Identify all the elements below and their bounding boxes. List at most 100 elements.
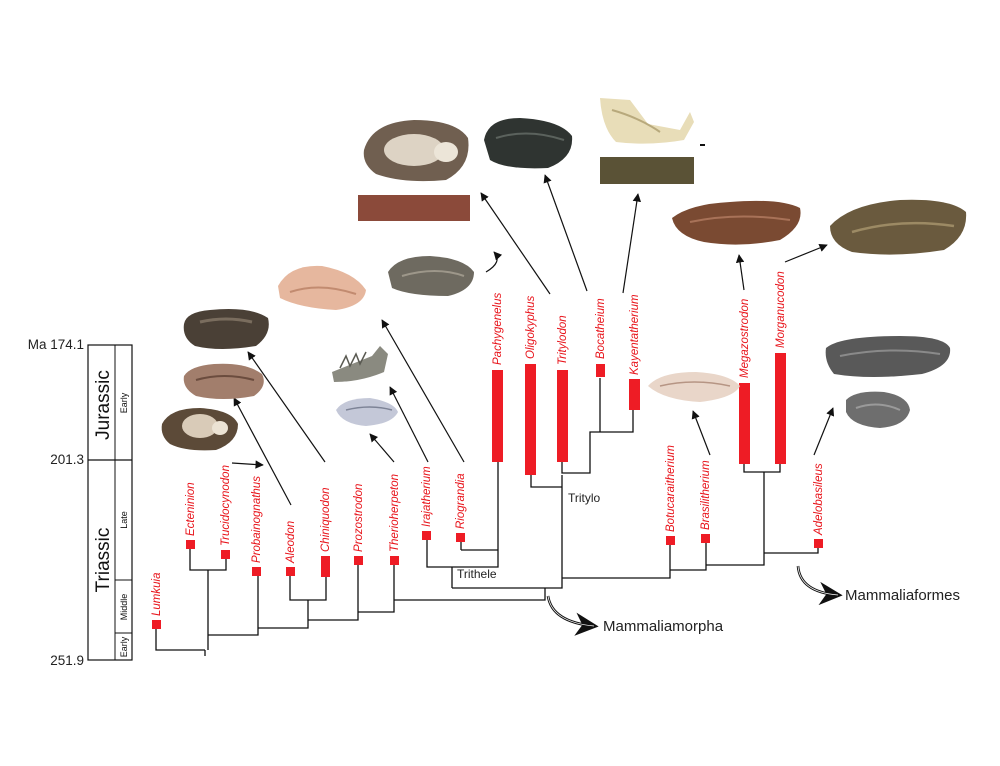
arrow-adelobasileus bbox=[813, 407, 835, 456]
arrow-tritylodon bbox=[543, 174, 588, 292]
branch-therioherpeton bbox=[358, 562, 395, 613]
taxon-labels: Lumkuia Ecteninion Trucidocynodon Probai… bbox=[151, 271, 825, 616]
clade-tritylo: Tritylo bbox=[568, 491, 601, 505]
taxon-megazostrodon: Megazostrodon bbox=[739, 299, 751, 378]
taxon-prozostrodon: Prozostrodon bbox=[353, 484, 365, 552]
taxon-botucaraitherium: Botucaraitherium bbox=[665, 445, 677, 532]
branch-trithele-group bbox=[426, 462, 499, 588]
epoch-early-jurassic: Early bbox=[119, 392, 129, 413]
arrow-morganucodon bbox=[784, 243, 828, 263]
bar-riograndia bbox=[456, 533, 465, 542]
bar-morganucodon bbox=[775, 353, 786, 464]
taxon-tritylodon: Tritylodon bbox=[557, 315, 569, 365]
image-adelobasileus-skull bbox=[825, 336, 951, 377]
bar-prozostrodon bbox=[354, 556, 363, 565]
bar-therioherpeton bbox=[390, 556, 399, 565]
branch-mammaliaformes bbox=[706, 464, 819, 566]
arrow-aleodon bbox=[233, 397, 292, 506]
range-bars bbox=[152, 353, 823, 629]
arrow-riograndia bbox=[381, 319, 465, 463]
period-jurassic: Jurassic bbox=[93, 370, 114, 440]
arrow-kayentatherium bbox=[622, 193, 642, 294]
age-label-top: Ma 174.1 bbox=[28, 337, 84, 352]
arrow-chiniquodon bbox=[247, 351, 326, 463]
image-adelobasileus-braincase bbox=[846, 391, 910, 428]
taxon-lumkuia: Lumkuia bbox=[151, 573, 163, 616]
arrow-probainognathus bbox=[231, 460, 264, 469]
taxon-brasilitherium: Brasilitherium bbox=[700, 460, 712, 530]
arrow-irajatherium bbox=[389, 386, 429, 463]
bar-irajatherium bbox=[422, 531, 431, 540]
clade-mammaliaformes: Mammaliaformes bbox=[845, 587, 960, 604]
time-scale: Ma 174.1 201.3 251.9 Jurassic Triassic E… bbox=[28, 337, 133, 668]
taxon-trucidocynodon: Trucidocynodon bbox=[220, 465, 232, 546]
arrow-megazostrodon bbox=[735, 254, 745, 291]
bar-bocatheium bbox=[596, 364, 605, 377]
specimen-arrows bbox=[231, 174, 835, 506]
bar-megazostrodon bbox=[739, 383, 750, 464]
taxon-kayentatherium: Kayentatherium bbox=[629, 294, 641, 375]
image-prozostrodon-jaw bbox=[332, 346, 388, 382]
image-irajatherium-skull bbox=[388, 256, 474, 296]
age-label-mid: 201.3 bbox=[50, 452, 84, 467]
taxon-irajatherium: Irajatherium bbox=[421, 466, 433, 527]
taxon-adelobasileus: Adelobasileus bbox=[813, 463, 825, 536]
image-therioherpeton-skull bbox=[336, 398, 398, 426]
bar-pachygenelus bbox=[492, 370, 503, 462]
age-label-bottom: 251.9 bbox=[50, 653, 84, 668]
bar-probainognathus bbox=[252, 567, 261, 576]
image-riograndia-skull bbox=[278, 265, 366, 310]
cladogram bbox=[155, 378, 819, 656]
period-triassic: Triassic bbox=[93, 528, 114, 593]
branch-mammaliamorpha bbox=[394, 588, 546, 601]
image-tritylodon-skull bbox=[484, 118, 573, 169]
taxon-probainognathus: Probainognathus bbox=[251, 476, 263, 563]
clade-trithele: Trithele bbox=[457, 567, 497, 581]
bar-lumkuia bbox=[152, 620, 161, 629]
taxon-bocatheium: Bocatheium bbox=[595, 298, 607, 359]
branch-riograndia bbox=[460, 542, 498, 551]
taxon-ecteninion: Ecteninion bbox=[185, 482, 197, 536]
image-morganucodon-skull bbox=[830, 199, 967, 255]
bar-chiniquodon bbox=[321, 556, 330, 577]
mammaliamorpha-arrow-highlight bbox=[547, 595, 595, 627]
taxon-oligokyphus: Oligokyphus bbox=[525, 295, 537, 359]
image-brasilitherium-skull bbox=[648, 372, 740, 402]
branch-aleodon-chiniquodon bbox=[258, 574, 327, 629]
taxon-chiniquodon: Chiniquodon bbox=[320, 487, 332, 552]
bar-tritylodon bbox=[557, 370, 568, 462]
taxon-riograndia: Riograndia bbox=[455, 473, 467, 529]
bar-adelobasileus bbox=[814, 539, 823, 548]
image-chiniquodon-skull bbox=[183, 309, 269, 349]
arrow-therioherpeton bbox=[369, 433, 395, 463]
taxon-therioherpeton: Therioherpeton bbox=[389, 474, 401, 552]
branch-prozostrodon bbox=[308, 562, 359, 621]
epoch-early-triassic: Early bbox=[119, 636, 129, 657]
branch-probainognathus bbox=[208, 575, 259, 636]
image-oligokyphus-jaw bbox=[358, 195, 470, 221]
branch-bocatheium-kayentatherium bbox=[561, 378, 634, 474]
image-oligokyphus-skull bbox=[363, 120, 469, 182]
bar-botucaraitherium bbox=[666, 536, 675, 545]
scale-bar bbox=[700, 144, 705, 146]
specimen-images bbox=[161, 98, 967, 451]
bar-ecteninion bbox=[186, 540, 195, 549]
branch-botucaraitherium-brasilitherium bbox=[562, 543, 707, 579]
mammaliaformes-arrow-highlight bbox=[797, 565, 839, 596]
arrow-brasilitherium bbox=[691, 410, 711, 456]
image-kayentatherium-skull bbox=[600, 157, 694, 184]
bar-trucidocynodon bbox=[221, 550, 230, 559]
bar-brasilitherium bbox=[701, 534, 710, 543]
time-scale-frame bbox=[87, 344, 133, 661]
branch-root bbox=[155, 628, 206, 656]
image-megazostrodon-skull bbox=[672, 200, 801, 245]
branch-ecteninion-trucidocynodon bbox=[189, 547, 227, 650]
image-kayentatherium-jaw bbox=[600, 98, 694, 144]
clade-mammaliamorpha: Mammaliamorpha bbox=[603, 618, 724, 635]
arrow-oligokyphus bbox=[480, 192, 551, 295]
bar-kayentatherium bbox=[629, 379, 640, 410]
taxon-pachygenelus: Pachygenelus bbox=[492, 293, 504, 365]
bar-aleodon bbox=[286, 567, 295, 576]
taxon-morganucodon: Morganucodon bbox=[775, 271, 787, 348]
